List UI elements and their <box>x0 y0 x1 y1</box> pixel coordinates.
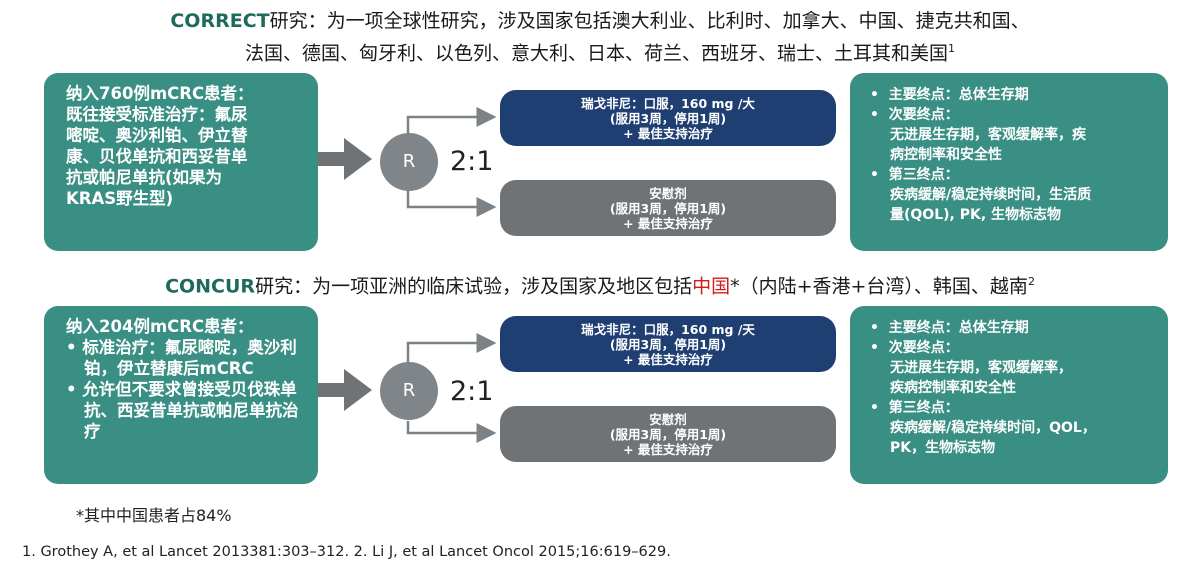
study1-inclusion-box: 纳入760例mCRC患者： 既往接受标准治疗：氟尿 嘧啶、奥沙利铂、伊立替 康、… <box>44 73 318 251</box>
study2-inclusion-heading: 纳入204例mCRC患者： <box>66 317 254 336</box>
arm-line: 安慰剂 <box>649 412 687 427</box>
tertiary-endpoint-label: • 第三终点： <box>870 167 959 183</box>
arm-line: + 最佳支持治疗 <box>623 442 713 457</box>
arm-line: 瑞戈非尼：口服，160 mg /大 <box>581 96 755 111</box>
secondary-endpoint-detail: 无进展生存期，客观缓解率， <box>890 360 1072 376</box>
arm-line: + 最佳支持治疗 <box>623 352 713 367</box>
primary-endpoint: • 主要终点：总体生存期 <box>870 320 1029 336</box>
arm-line: + 最佳支持治疗 <box>623 216 713 231</box>
study1-randomization-circle: R <box>380 133 438 191</box>
study2-title-text-b: *（内陆+香港+台湾）、韩国、越南 <box>730 275 1028 298</box>
china-patient-footnote: *其中中国患者占84% <box>76 506 232 525</box>
study1-inclusion-line: 纳入760例mCRC患者： <box>66 84 254 103</box>
study2-name: CONCUR <box>165 275 256 298</box>
study1-arm-placebo: 安慰剂 (服用3周，停用1周) + 最佳支持治疗 <box>500 180 836 236</box>
study1-inclusion-line: 嘧啶、奥沙利铂、伊立替 <box>66 126 248 145</box>
arm-line: (服用3周，停用1周) <box>609 427 727 442</box>
study1-inclusion-line: 抗或帕尼单抗(如果为 <box>66 168 223 187</box>
study1-title-line2: 法国、德国、匈牙利、以色列、意大利、日本、荷兰、西班牙、瑞士、土耳其和美国 <box>244 42 948 65</box>
study2-branches <box>406 333 497 443</box>
arm-line: (服用3周，停用1周) <box>609 337 727 352</box>
study2-arm-treatment: 瑞戈非尼：口服，160 mg /天 (服用3周，停用1周) + 最佳支持治疗 <box>500 316 836 372</box>
tertiary-endpoint-label: • 第三终点： <box>870 400 959 416</box>
secondary-endpoint-detail: 疾病控制率和安全性 <box>890 380 1016 396</box>
study2-inclusion-box: 纳入204例mCRC患者： • 标准治疗：氟尿嘧啶，奥沙利铂，伊立替康后mCRC… <box>44 306 318 484</box>
tertiary-endpoint-detail: 量(QOL), PK, 生物标志物 <box>890 207 1062 223</box>
arm-line: 瑞戈非尼：口服，160 mg /天 <box>581 322 755 337</box>
study2-inclusion-bullet: • 标准治疗：氟尿嘧啶，奥沙利铂，伊立替康后mCRC <box>66 338 297 378</box>
study1-inclusion-line: 既往接受标准治疗：氟尿 <box>66 105 248 124</box>
study2-ratio: 2:1 <box>450 376 494 407</box>
study2-endpoints-box: • 主要终点：总体生存期 • 次要终点： 无进展生存期，客观缓解率， 疾病控制率… <box>850 306 1168 484</box>
study1-name: CORRECT <box>170 10 270 32</box>
tertiary-endpoint-detail: 疾病缓解/稳定持续时间，QOL， <box>890 420 1096 436</box>
secondary-endpoint-label: • 次要终点： <box>870 340 959 356</box>
study2-title-text-a: 研究：为一项亚洲的临床试验，涉及国家及地区包括 <box>255 275 693 298</box>
study1-title-line2-wrap: 法国、德国、匈牙利、以色列、意大利、日本、荷兰、西班牙、瑞士、土耳其和美国1 <box>0 35 1200 67</box>
study1-inclusion-line: KRAS野生型) <box>66 189 174 208</box>
arm-line: + 最佳支持治疗 <box>623 126 713 141</box>
study2-randomization-circle: R <box>380 362 438 420</box>
secondary-endpoint-detail: 无进展生存期，客观缓解率，疾 <box>890 127 1086 143</box>
study1-ratio: 2:1 <box>450 146 494 177</box>
study1-endpoints-box: • 主要终点：总体生存期 • 次要终点： 无进展生存期，客观缓解率，疾 病控制率… <box>850 73 1168 251</box>
arm-line: 安慰剂 <box>649 186 687 201</box>
study2-title-highlight: 中国 <box>692 275 731 298</box>
study1-inclusion-line: 康、贝伐单抗和西妥昔单 <box>66 147 248 166</box>
study2-title: CONCUR研究：为一项亚洲的临床试验，涉及国家及地区包括中国*（内陆+香港+台… <box>0 268 1200 300</box>
primary-endpoint: • 主要终点：总体生存期 <box>870 87 1029 103</box>
secondary-endpoint-detail: 病控制率和安全性 <box>890 147 1002 163</box>
study1-title: CORRECT研究：为一项全球性研究，涉及国家包括澳大利业、比利时、加拿大、中国… <box>0 8 1200 35</box>
study2-arm-placebo: 安慰剂 (服用3周，停用1周) + 最佳支持治疗 <box>500 406 836 462</box>
arm-line: (服用3周，停用1周) <box>609 111 727 126</box>
study1-ref-sup: 1 <box>948 42 955 55</box>
study2-main-arrow <box>318 369 372 411</box>
study2-ref-sup: 2 <box>1027 275 1035 288</box>
study1-arm-treatment: 瑞戈非尼：口服，160 mg /大 (服用3周，停用1周) + 最佳支持治疗 <box>500 90 836 146</box>
tertiary-endpoint-detail: PK，生物标志物 <box>890 440 996 456</box>
study2-inclusion-bullet: • 允许但不要求曾接受贝伐珠单抗、西妥昔单抗或帕尼单抗治疗 <box>66 380 299 441</box>
secondary-endpoint-label: • 次要终点： <box>870 107 959 123</box>
arm-line: (服用3周，停用1周) <box>609 201 727 216</box>
tertiary-endpoint-detail: 疾病缓解/稳定持续时间，生活质 <box>890 187 1092 203</box>
study1-title-line1: 研究：为一项全球性研究，涉及国家包括澳大利业、比利时、加拿大、中国、捷克共和国、 <box>269 10 1030 32</box>
study1-main-arrow <box>318 138 372 180</box>
references: 1. Grothey A, et al Lancet 2013381:303–3… <box>22 544 671 560</box>
